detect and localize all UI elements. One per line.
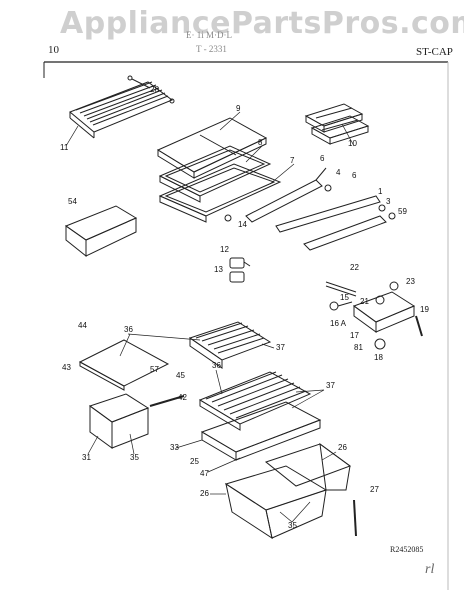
part-28-screw-b [169,98,175,104]
part-31-pan [88,393,150,449]
callout-37b: 37 [326,381,335,390]
callout-9: 9 [236,104,241,113]
part-11-wire-shelf [69,81,174,139]
callout-27: 27 [370,485,379,494]
page-number: 10 [48,44,59,56]
watermark: AppliancePartsPros.com [60,6,464,41]
part-6-rail [245,167,327,223]
part-25-crisper-cover [200,401,322,461]
part-27-rod [353,499,357,537]
part-18-knob [374,338,386,350]
part-26-crisper-left [224,465,328,540]
callout-6a: 6 [320,154,325,163]
callout-7: 7 [290,156,295,165]
callout-28: 28 [150,85,159,94]
callout-14: 14 [238,220,247,229]
callout-11: 11 [60,143,69,152]
leader-28 [131,78,151,89]
part-17-housing [352,291,416,333]
callout-81: 81 [354,343,363,352]
callout-54: 54 [68,197,77,206]
callout-6b: 6 [352,171,357,180]
callout-25: 25 [190,457,199,466]
callout-43: 43 [62,363,71,372]
header-subtitle-garbled: T - 2331 [196,44,227,54]
callout-3: 3 [386,197,391,206]
part-22-wire [325,281,357,297]
part-5-rail [275,195,381,233]
part-54-tray [64,205,138,258]
callout-42: 42 [178,393,187,402]
part-26-crisper-right [264,442,352,491]
callout-8: 8 [258,138,263,147]
part-1-rail [303,215,387,251]
callout-21: 21 [360,297,369,306]
part-14-nut [224,214,232,222]
callout-26b: 26 [200,489,209,498]
callout-17: 17 [350,331,359,340]
part-44-panel [78,339,170,391]
part-19-screw [415,315,423,337]
callout-4: 4 [336,168,341,177]
callout-18: 18 [374,353,383,362]
diagram-code: R2452085 [390,545,424,554]
callout-16a: 16 A [330,319,347,328]
callout-23: 23 [406,277,415,286]
callout-12: 12 [220,245,229,254]
part-23-knob [389,281,399,291]
callout-37a: 37 [276,343,285,352]
callout-31: 31 [82,453,91,462]
callout-47: 47 [200,469,209,478]
part-42-rod [149,395,185,407]
part-37-shelf-lower [198,371,312,431]
part-37-shelf-upper [188,321,272,369]
callout-26a: 26 [338,443,347,452]
callout-45: 45 [176,371,185,380]
callout-36a: 36 [124,325,133,334]
part-9-shelf-glass [156,117,268,179]
part-4-nut [324,184,332,192]
callout-35b: 35 [288,521,297,530]
callout-15: 15 [340,293,349,302]
callout-57: 57 [150,365,159,374]
model-code: ST-CAP [416,46,453,58]
callout-59: 59 [398,207,407,216]
part-28-screw [127,75,133,81]
callout-13: 13 [214,265,223,274]
callout-33: 33 [170,443,179,452]
callout-22: 22 [350,263,359,272]
handwritten-mark: rl [425,562,435,577]
part-12-13-bracket [229,257,251,283]
part-10-bins [304,103,370,145]
header-title-garbled: E· 1i M·D·L [186,30,232,40]
callout-19: 19 [420,305,429,314]
callout-44: 44 [78,321,87,330]
callout-35a: 35 [130,453,139,462]
part-59-screw [388,212,396,220]
part-15-bulb [329,301,353,311]
part-3-cap [378,204,386,212]
part-7-shelf-frame [158,163,282,223]
leader-lines [65,111,355,523]
callout-36b: 36 [212,361,221,370]
callout-1: 1 [378,187,383,196]
